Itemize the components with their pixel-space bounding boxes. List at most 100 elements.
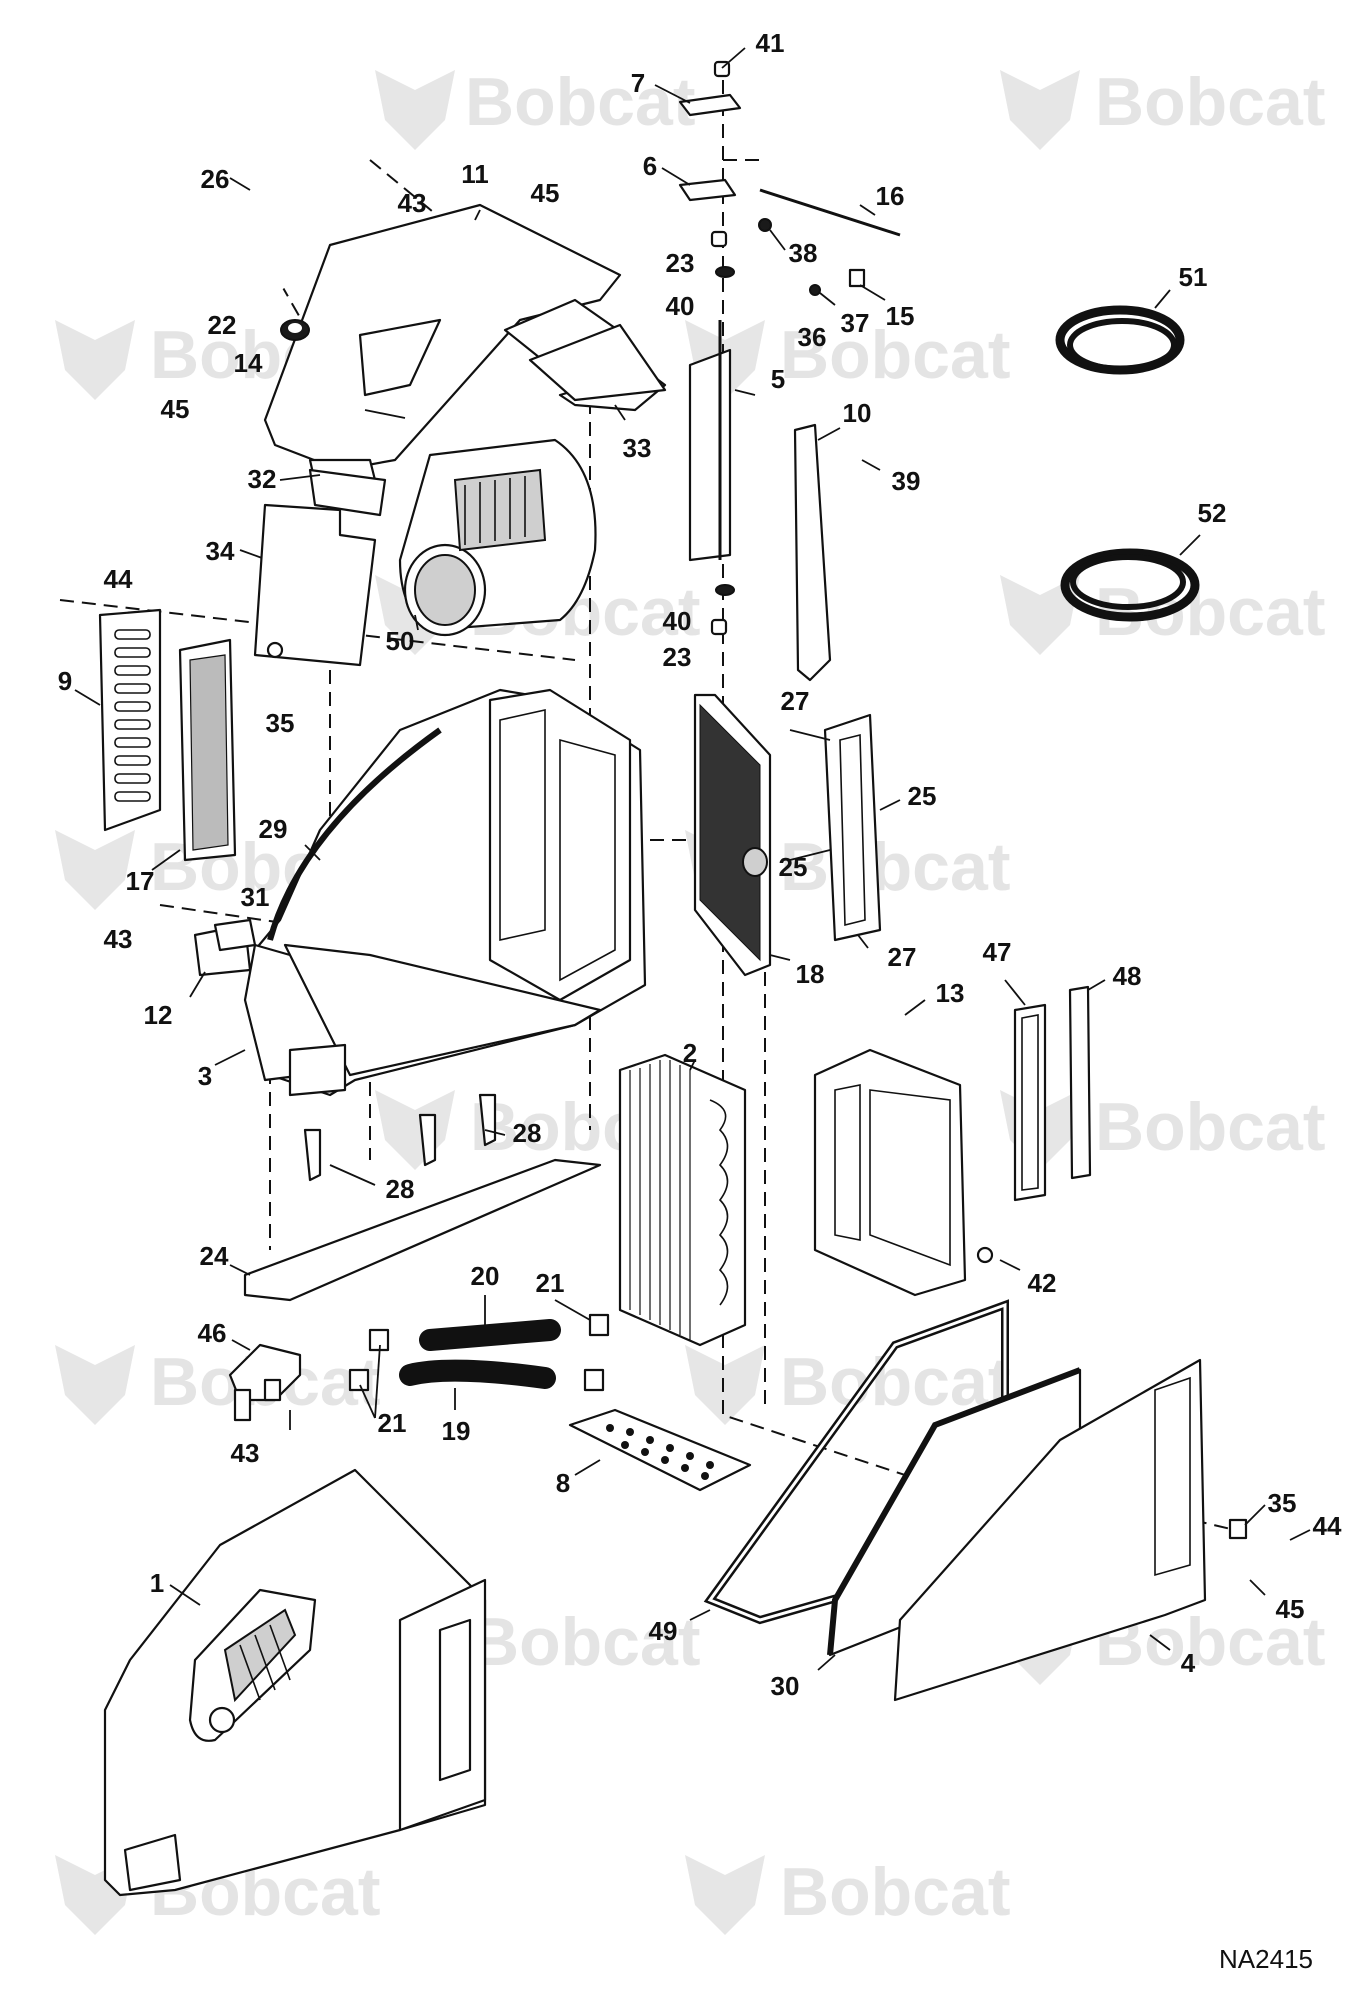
callout-22: 22 <box>208 310 237 340</box>
callout-36: 36 <box>798 322 827 352</box>
callout-35: 35 <box>1268 1488 1297 1518</box>
part-24-panel <box>243 1158 602 1302</box>
watermark-logo <box>55 1345 135 1425</box>
callout-43: 43 <box>104 924 133 954</box>
callout-28: 28 <box>513 1118 542 1148</box>
callout-2: 2 <box>683 1038 697 1068</box>
part-21-clamp <box>348 1313 610 1392</box>
part-47-gasket <box>1013 1003 1047 1202</box>
part-1-front-housing <box>103 1468 487 1897</box>
part-4-side-panel <box>893 1358 1248 1702</box>
part-15-clip <box>848 268 866 288</box>
part-2-evaporator <box>618 1053 747 1347</box>
watermark-logo <box>685 1855 765 1935</box>
callout-39: 39 <box>892 466 921 496</box>
part-28-fitting <box>303 1093 497 1182</box>
callout-21: 21 <box>378 1408 407 1438</box>
callout-14: 14 <box>234 348 263 378</box>
callout-51: 51 <box>1179 262 1208 292</box>
watermark-text: Bobcat <box>1095 574 1325 650</box>
hardware-small-parts <box>266 60 994 1264</box>
callout-42: 42 <box>1028 1268 1057 1298</box>
watermark-logo <box>1000 575 1080 655</box>
watermark-text: Bobcat <box>470 1604 700 1680</box>
callout-28: 28 <box>386 1174 415 1204</box>
part-51-hose-coil <box>1055 305 1185 375</box>
callout-41: 41 <box>756 28 785 58</box>
callout-23: 23 <box>666 248 695 278</box>
watermark-logo <box>55 320 135 400</box>
part-46-valve <box>228 1343 302 1422</box>
callout-49: 49 <box>649 1616 678 1646</box>
callout-1: 1 <box>150 1568 164 1598</box>
callout-27: 27 <box>888 942 917 972</box>
callout-5: 5 <box>771 364 785 394</box>
callout-45: 45 <box>1276 1594 1305 1624</box>
callout-26: 26 <box>201 164 230 194</box>
part-25-frame <box>823 713 882 942</box>
part-20-hose <box>419 1319 561 1351</box>
part-48-strip <box>1068 985 1092 1180</box>
callout-3: 3 <box>198 1061 212 1091</box>
callout-47: 47 <box>983 937 1012 967</box>
part-34-panel <box>253 503 377 667</box>
part-10-strip <box>793 423 832 682</box>
part-8-plate <box>568 1408 752 1492</box>
callout-44: 44 <box>104 564 133 594</box>
callout-44: 44 <box>1313 1511 1342 1541</box>
part-33-plate <box>528 323 667 402</box>
watermark-logo <box>685 1345 765 1425</box>
callout-7: 7 <box>631 68 645 98</box>
watermark-text: Bobcat <box>780 317 1010 393</box>
part-19-hose <box>399 1359 556 1389</box>
callout-29: 29 <box>259 814 288 844</box>
part-17-filter <box>178 638 237 862</box>
callout-38: 38 <box>789 238 818 268</box>
part-7-bracket <box>678 93 742 117</box>
callout-labels: 41 7 6 16 38 23 40 37 15 36 5 26 11 43 4… <box>58 28 1342 1701</box>
callout-10: 10 <box>843 398 872 428</box>
callout-11: 11 <box>461 159 489 189</box>
callout-25: 25 <box>908 781 937 811</box>
callout-19: 19 <box>442 1416 471 1446</box>
callout-9: 9 <box>58 666 72 696</box>
callout-8: 8 <box>556 1468 570 1498</box>
callout-21: 21 <box>536 1268 565 1298</box>
assembly-line <box>1149 1509 1236 1531</box>
callout-12: 12 <box>144 1000 173 1030</box>
callout-48: 48 <box>1113 961 1142 991</box>
callout-6: 6 <box>643 151 657 181</box>
drawing-id: NA2415 <box>1219 1944 1313 1974</box>
callout-27: 27 <box>781 686 810 716</box>
callout-25: 25 <box>779 852 808 882</box>
callout-15: 15 <box>886 301 915 331</box>
part-50-blower <box>398 438 597 637</box>
callout-45: 45 <box>161 394 190 424</box>
callout-17: 17 <box>126 866 155 896</box>
callout-30: 30 <box>771 1671 800 1701</box>
callout-35: 35 <box>266 708 295 738</box>
watermark-text: Bobcat <box>1095 1089 1325 1165</box>
watermark-logo <box>1000 70 1080 150</box>
watermark-text: Bobcat <box>1095 64 1325 140</box>
callout-43: 43 <box>231 1438 260 1468</box>
callout-34: 34 <box>206 536 235 566</box>
callout-40: 40 <box>663 606 692 636</box>
callout-45: 45 <box>531 178 560 208</box>
part-16-rod <box>759 188 901 237</box>
part-11-top-cover <box>263 203 667 507</box>
part-32-panel <box>308 468 387 517</box>
watermark-logo <box>375 1090 455 1170</box>
part-31-bracket <box>213 918 257 952</box>
watermark-text: Bobcat <box>780 829 1010 905</box>
part-9-louver <box>98 608 162 832</box>
callout-13: 13 <box>936 978 965 1008</box>
callout-23: 23 <box>663 642 692 672</box>
watermark-logo <box>55 830 135 910</box>
callout-50: 50 <box>386 626 415 656</box>
callout-33: 33 <box>623 433 652 463</box>
callout-46: 46 <box>198 1318 227 1348</box>
callout-16: 16 <box>876 181 905 211</box>
